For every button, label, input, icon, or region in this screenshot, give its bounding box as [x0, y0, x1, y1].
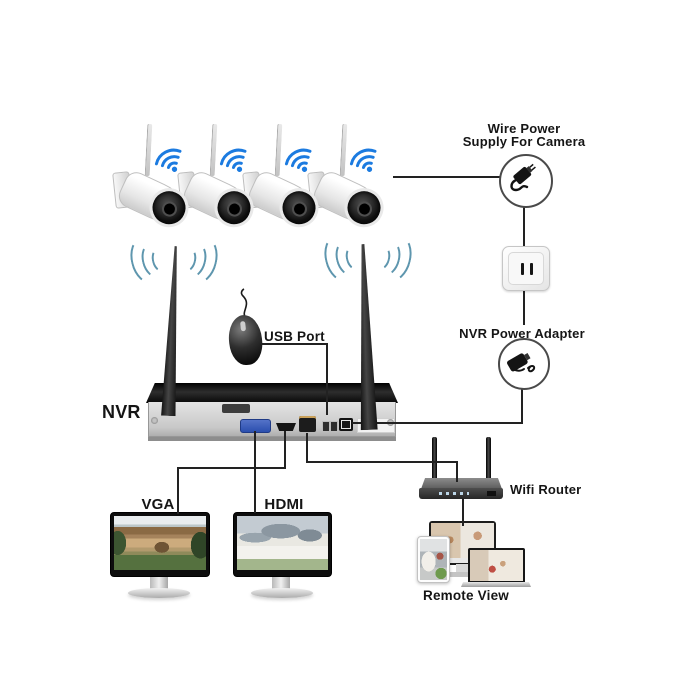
- camera-lens: [159, 199, 180, 220]
- wire-power-supply-label: Wire Power Supply For Camera: [444, 122, 604, 148]
- vga-monitor-neck: [150, 577, 168, 590]
- line-lan-v1: [306, 433, 308, 463]
- outlet-socket: [508, 252, 544, 285]
- hdmi-port: [276, 423, 296, 431]
- signal-arc: [179, 232, 223, 288]
- camera-lens: [224, 199, 245, 220]
- wireless-camera-2: [173, 120, 265, 234]
- camera-lens-face: [143, 181, 195, 234]
- wall-outlet: [502, 246, 550, 291]
- hdmi-monitor: [233, 512, 332, 577]
- usb-port-b: [330, 421, 338, 432]
- router-leds: [439, 492, 469, 495]
- nvr-power-adapter-circle: [498, 338, 550, 390]
- line-mouse-usb-h: [262, 343, 328, 345]
- vga-monitor-base: [128, 588, 190, 598]
- line-adapter-to-nvr: [352, 422, 523, 424]
- remote-phone: [417, 536, 450, 583]
- line-hdmi-port-h: [177, 467, 286, 469]
- camera-power-adapter-circle: [499, 154, 553, 208]
- usb-mouse-icon: [226, 313, 265, 367]
- router-port: [487, 491, 496, 496]
- remote-laptop-screen: [470, 550, 523, 581]
- panel-screw-left: [151, 417, 158, 424]
- line-hdmi-port-v2: [177, 467, 179, 514]
- signal-arc: [373, 230, 417, 286]
- power-jack: [339, 418, 353, 431]
- line-mouse-usb-v: [326, 343, 328, 415]
- wire-power-line1: Wire Power: [487, 121, 561, 136]
- usb-port-a: [322, 421, 330, 432]
- wireless-camera-1: [108, 120, 200, 234]
- mouse-wheel: [240, 320, 247, 332]
- line-outlet-to-adapter: [523, 288, 525, 325]
- nvr-base-edge: [148, 437, 396, 441]
- line-hdmi-port-v1: [284, 431, 286, 469]
- line-cameras-to-power: [393, 176, 501, 178]
- router-top: [421, 478, 502, 489]
- camera-power-adapter-icon: [510, 163, 536, 192]
- router-front: [419, 488, 503, 499]
- camera-lens-face: [338, 181, 390, 234]
- hdmi-monitor-screen: [237, 516, 328, 570]
- wifi-router-label: Wifi Router: [510, 482, 582, 497]
- nvr-power-adapter-label: NVR Power Adapter: [459, 326, 585, 341]
- nvr-power-adapter-icon: [507, 353, 536, 373]
- vga-monitor: [110, 512, 210, 577]
- nvr-vent-sticker: [222, 404, 250, 413]
- mouse-cable: [240, 288, 248, 319]
- remote-laptop: [468, 548, 525, 583]
- signal-arc: [319, 230, 363, 286]
- camera-lens: [354, 199, 375, 220]
- wireless-camera-3: [238, 120, 330, 234]
- nvr-top-case: [146, 383, 398, 403]
- camera-lens-face: [208, 181, 260, 234]
- signal-arc: [125, 232, 169, 288]
- hdmi-label: HDMI: [264, 496, 304, 513]
- router-antenna-left: [432, 437, 437, 481]
- outlet-slot-left: [521, 263, 524, 275]
- camera-lens: [289, 199, 310, 220]
- hdmi-monitor-neck: [272, 577, 290, 590]
- remote-tablet-base: [448, 572, 476, 577]
- remote-laptop-base: [461, 582, 531, 587]
- line-power-to-outlet: [523, 204, 525, 248]
- wifi-signal-icon: [349, 148, 377, 172]
- outlet-slot-right: [530, 263, 533, 275]
- wire-power-line2: Supply For Camera: [462, 134, 586, 149]
- wifi-signal-icon: [154, 148, 182, 172]
- ethernet-port: [299, 416, 316, 432]
- camera-body: [114, 168, 195, 234]
- usb-port-label: USB Port: [264, 329, 325, 344]
- line-router-to-remote: [462, 498, 464, 526]
- wireless-camera-4: [303, 120, 395, 234]
- remote-view-label: Remote View: [423, 588, 509, 603]
- line-lan-v2: [456, 461, 458, 482]
- line-vga-port: [254, 431, 256, 513]
- nvr-back-panel: [148, 402, 396, 437]
- camera-lens-face: [273, 181, 325, 234]
- router-antenna-right: [486, 437, 491, 481]
- line-adapter-down: [521, 386, 523, 424]
- remote-tablet-neck: [456, 564, 468, 573]
- wifi-signal-icon: [284, 148, 312, 172]
- vga-label: VGA: [141, 496, 175, 513]
- vga-monitor-screen: [114, 516, 206, 570]
- hdmi-monitor-base: [251, 588, 313, 598]
- remote-phone-screen: [420, 539, 447, 580]
- wifi-signal-icon: [219, 148, 247, 172]
- line-lan-h: [306, 461, 458, 463]
- nvr-label: NVR: [102, 402, 141, 422]
